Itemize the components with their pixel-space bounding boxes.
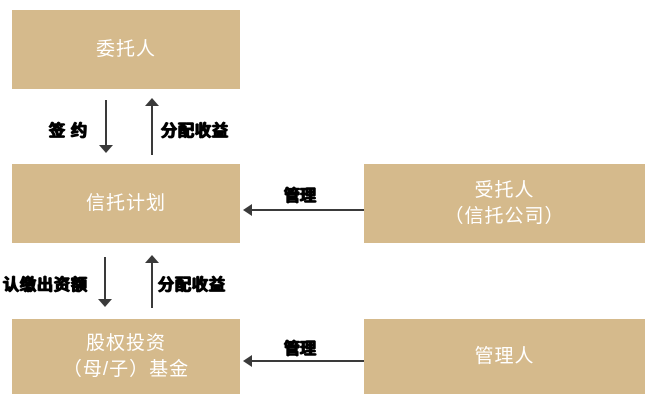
node-fund-label-line1: 股权投资 [85,332,166,354]
node-trustee-label-line1: 受托人 [474,179,535,201]
arrow-down-icon [98,299,112,307]
arrow-left-icon [243,204,252,216]
node-manager-label: 管理人 [474,345,535,367]
node-fund: 股权投资 （母/子）基金 [12,319,240,394]
node-trust-plan: 信托计划 [12,164,240,243]
edge-label-manage-bottom: 管理 [284,341,317,358]
arrow-up-icon [145,255,159,263]
arrow-trust-plan-to-fund-line [104,257,106,299]
node-trust-plan-label: 信托计划 [85,192,166,214]
node-trustee: 受托人 （信托公司） [364,164,645,243]
node-principal-label: 委托人 [95,38,156,60]
arrow-up-icon [145,98,159,106]
arrow-principal-to-trust-plan-line [105,100,107,145]
arrow-left-icon [243,355,252,367]
node-fund-label-line2: （母/子）基金 [62,358,190,380]
arrow-trust-plan-to-principal-line [151,106,153,155]
arrow-manager-to-fund-line [251,360,364,362]
node-trustee-label-line2: （信托公司） [444,205,565,227]
edge-label-subscribe-capital: 认缴出资额 [3,277,89,294]
arrow-trustee-to-trust-plan-line [251,209,364,211]
arrow-fund-to-trust-plan-line [151,263,153,308]
edge-label-manage-top: 管理 [284,188,317,205]
node-principal: 委托人 [12,10,240,89]
node-manager: 管理人 [364,319,645,394]
edge-label-sign-contract: 签约 [49,123,94,140]
edge-label-distribute-income-bottom: 分配收益 [158,277,227,294]
edge-label-distribute-income-top: 分配收益 [161,123,230,140]
arrow-down-icon [99,145,113,153]
